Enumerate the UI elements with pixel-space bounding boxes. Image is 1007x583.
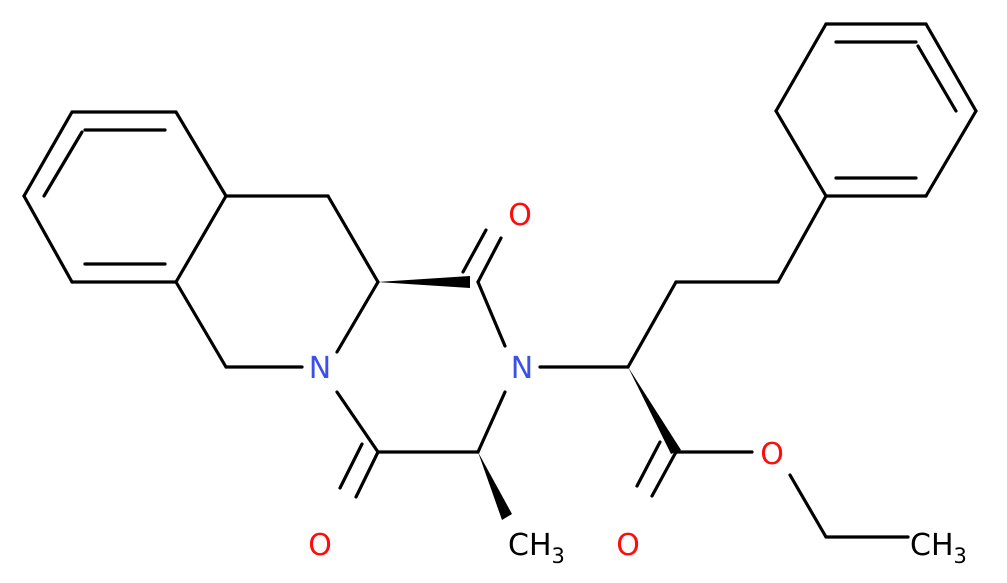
- bond: [174, 110, 228, 198]
- methyl-ring-text: CH: [508, 528, 552, 563]
- wedge-bond: [628, 367, 681, 454]
- bond: [174, 280, 228, 369]
- bond: [326, 194, 380, 284]
- bond: [335, 280, 380, 354]
- bond: [788, 473, 828, 539]
- wedge-bond: [478, 452, 512, 520]
- wedge-bonds: [378, 276, 681, 520]
- nitrogen-amide-label: N: [511, 351, 533, 386]
- bond: [338, 442, 364, 490]
- bond: [476, 390, 507, 454]
- methyl-ethyl-label: CH3: [910, 528, 967, 568]
- bond: [22, 110, 74, 198]
- bond: [476, 280, 507, 348]
- bond: [774, 109, 828, 198]
- bond: [476, 236, 503, 284]
- methyl-ring-label: CH3: [508, 528, 565, 568]
- oxygen-top-label: O: [508, 198, 532, 233]
- atom-labels: N N O O O O CH3 CH3: [308, 198, 967, 568]
- wedge-bond: [378, 276, 470, 288]
- bond: [626, 280, 678, 369]
- oxygen-carbonyl-label: O: [616, 528, 640, 563]
- bond: [174, 194, 228, 284]
- bond: [774, 22, 828, 113]
- bond: [42, 130, 84, 198]
- oxygen-bottom-label: O: [308, 528, 332, 563]
- bond: [916, 44, 958, 113]
- bond: [354, 450, 380, 499]
- bond: [776, 194, 828, 284]
- bonds: [22, 22, 978, 539]
- oxygen-ester-label: O: [760, 437, 784, 472]
- bond: [22, 194, 74, 284]
- bond: [461, 228, 488, 274]
- bond: [335, 390, 380, 454]
- bond: [635, 440, 662, 488]
- bond: [924, 109, 978, 198]
- bond: [650, 450, 678, 498]
- methyl-ring-subscript: 3: [552, 544, 565, 568]
- methyl-ethyl-text: CH: [910, 528, 954, 563]
- methyl-ethyl-subscript: 3: [954, 544, 967, 568]
- nitrogen-ring-label: N: [309, 351, 331, 386]
- bond: [924, 22, 978, 113]
